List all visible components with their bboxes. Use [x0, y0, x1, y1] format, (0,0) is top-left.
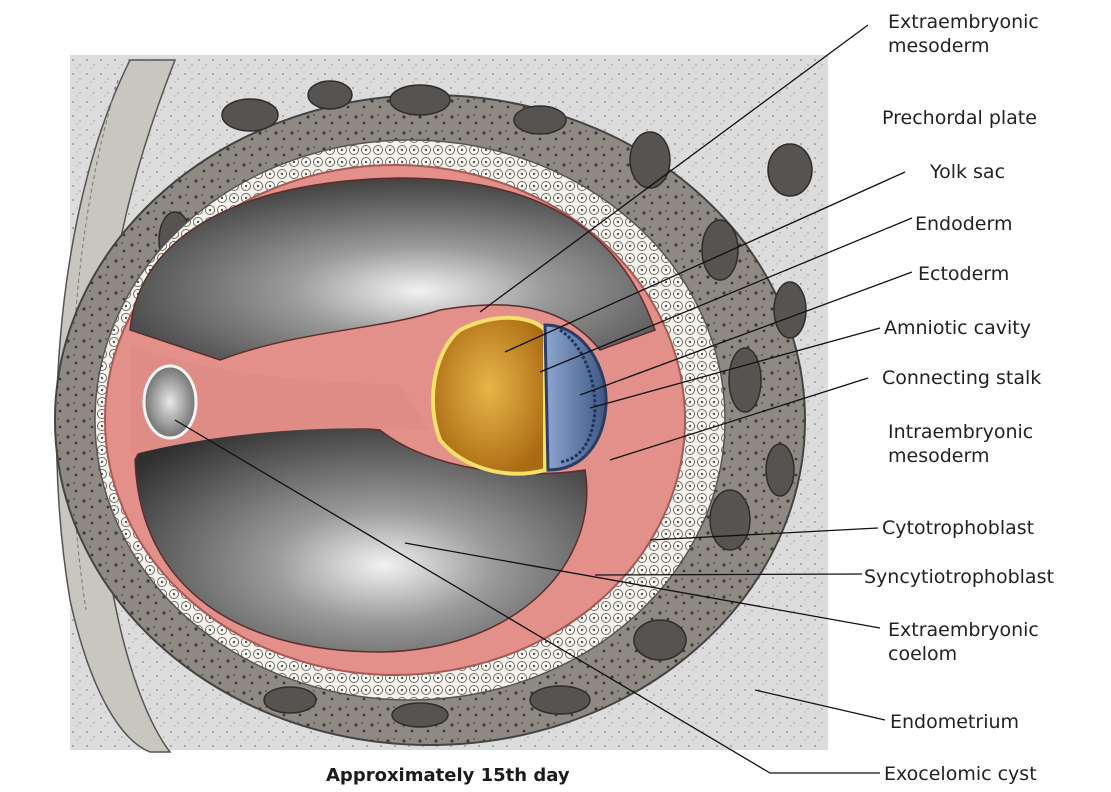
- label-exocelomic-cyst: Exocelomic cyst: [884, 762, 1037, 786]
- label-endometrium: Endometrium: [890, 710, 1019, 734]
- label-amniotic-cavity: Amniotic cavity: [884, 316, 1031, 340]
- label-cytotrophoblast: Cytotrophoblast: [882, 516, 1034, 540]
- label-prechordal-plate: Prechordal plate: [882, 106, 1037, 130]
- label-extraembryonic-mesoderm: Extraembryonic mesoderm: [888, 10, 1098, 58]
- label-yolk-sac: Yolk sac: [930, 160, 1005, 184]
- figure-caption: Approximately 15th day: [326, 765, 570, 786]
- label-ectoderm: Ectoderm: [918, 262, 1009, 286]
- label-endoderm: Endoderm: [915, 212, 1012, 236]
- label-intraembryonic-mesoderm: Intraembryonic mesoderm: [888, 420, 1033, 468]
- label-extraembryonic-coelom: Extraembryonic coelom: [888, 618, 1039, 666]
- label-syncytiotrophoblast: Syncytiotrophoblast: [864, 565, 1054, 589]
- label-connecting-stalk: Connecting stalk: [882, 366, 1041, 390]
